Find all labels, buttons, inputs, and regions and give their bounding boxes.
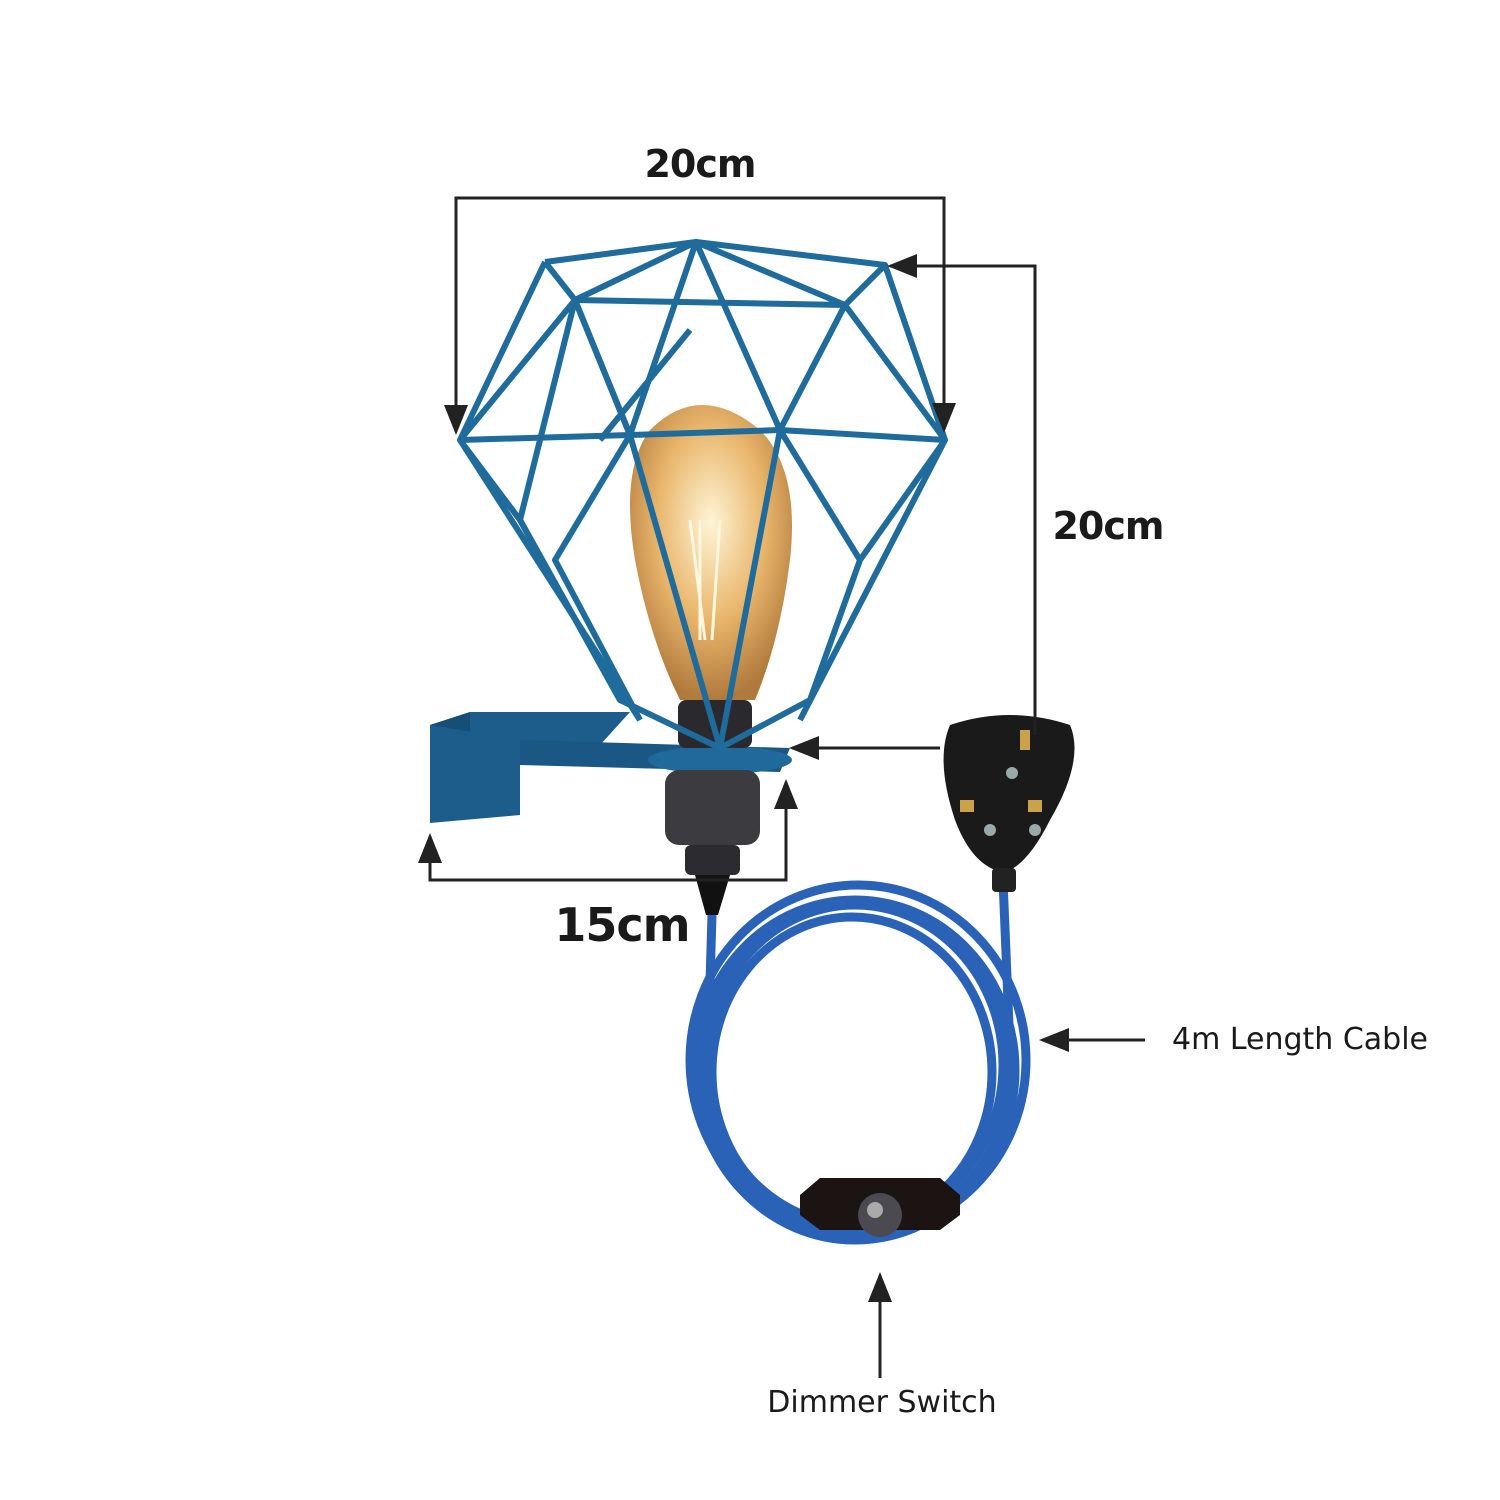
dimmer-label: Dimmer Switch [767,1385,997,1420]
diamond-cage [457,239,948,751]
lamp-holder [665,700,760,915]
dimmer-switch [800,1178,960,1237]
cable-label: 4m Length Cable [1171,1022,1429,1057]
depth-label: 15cm [554,898,690,952]
height-dimension [887,254,1037,735]
fabric-cable [685,879,1031,1245]
height-label: 20cm [1052,504,1164,548]
width-dimension [454,196,956,433]
uk-plug [943,715,1075,892]
dimension-lines [418,196,1145,1378]
edison-bulb [630,405,792,700]
width-label: 20cm [644,142,756,186]
